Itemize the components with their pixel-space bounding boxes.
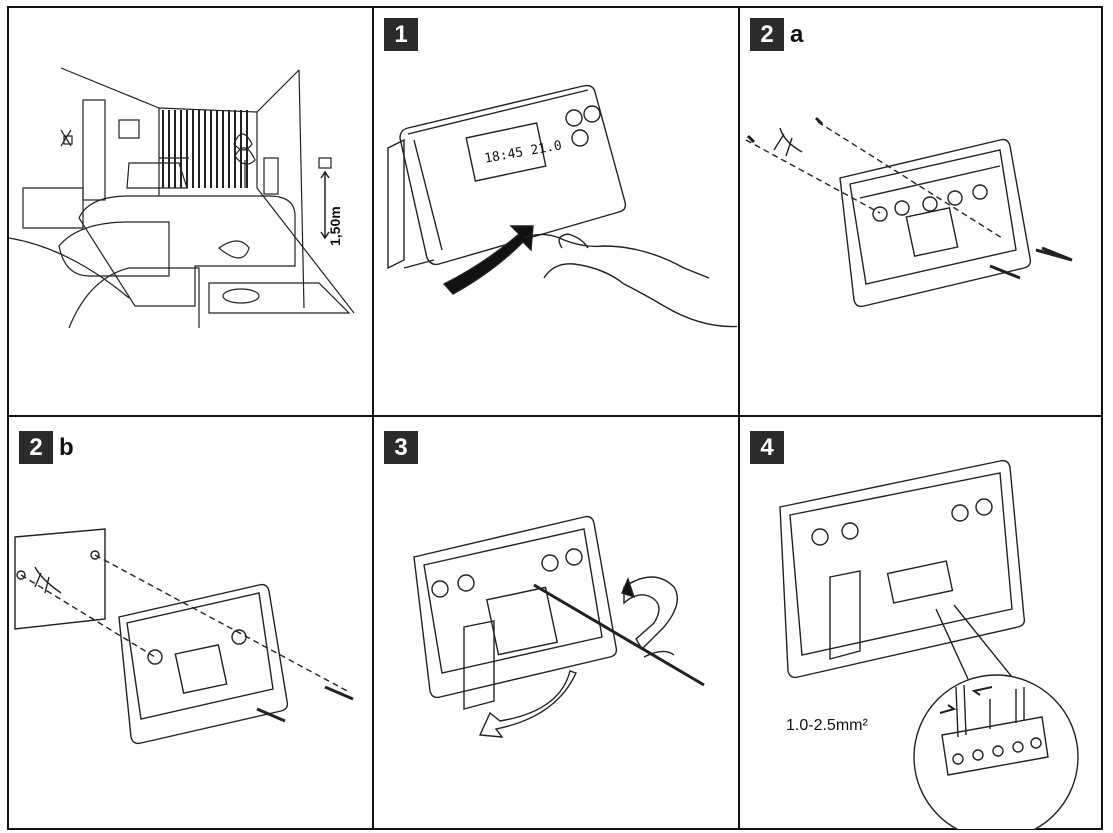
- step-suffix: a: [790, 20, 804, 48]
- step-badge: 3: [384, 431, 418, 464]
- room-illustration: [9, 67, 355, 329]
- panel-step-2a: 2 a: [740, 8, 1102, 414]
- panel-room-placement: 1,50m: [9, 8, 371, 414]
- step-badge: 2 b: [19, 431, 74, 464]
- panel-step-2b: 2 b: [9, 417, 371, 829]
- divider: [372, 6, 374, 830]
- panel-step-1: 1 18:45 21.0: [374, 8, 737, 414]
- panel-step-3: 3: [374, 417, 737, 829]
- step-number: 2: [750, 18, 784, 51]
- divider: [738, 6, 740, 830]
- step-badge: 1: [384, 18, 418, 51]
- step-number: 1: [384, 18, 418, 51]
- wire-spec-label: 1.0-2.5mm²: [786, 717, 868, 734]
- wall-box-screws-illustration: [14, 528, 354, 745]
- step-badge: 2 a: [750, 18, 803, 51]
- step-badge: 4: [750, 431, 784, 464]
- step-number: 4: [750, 431, 784, 464]
- open-cover-illustration: [387, 84, 737, 328]
- mounting-height-label: 1,50m: [327, 206, 343, 246]
- step-number: 3: [384, 431, 418, 464]
- divider: [7, 415, 1103, 417]
- wall-plate-screws-illustration: [745, 116, 1073, 308]
- panel-grid: [7, 6, 1103, 830]
- step-number: 2: [19, 431, 53, 464]
- step-suffix: b: [59, 433, 74, 461]
- wiring-terminals-illustration: [779, 459, 1079, 829]
- panel-step-4: 4 1.0-2.5mm²: [740, 417, 1102, 829]
- terminal-cover-illustration: [413, 515, 705, 738]
